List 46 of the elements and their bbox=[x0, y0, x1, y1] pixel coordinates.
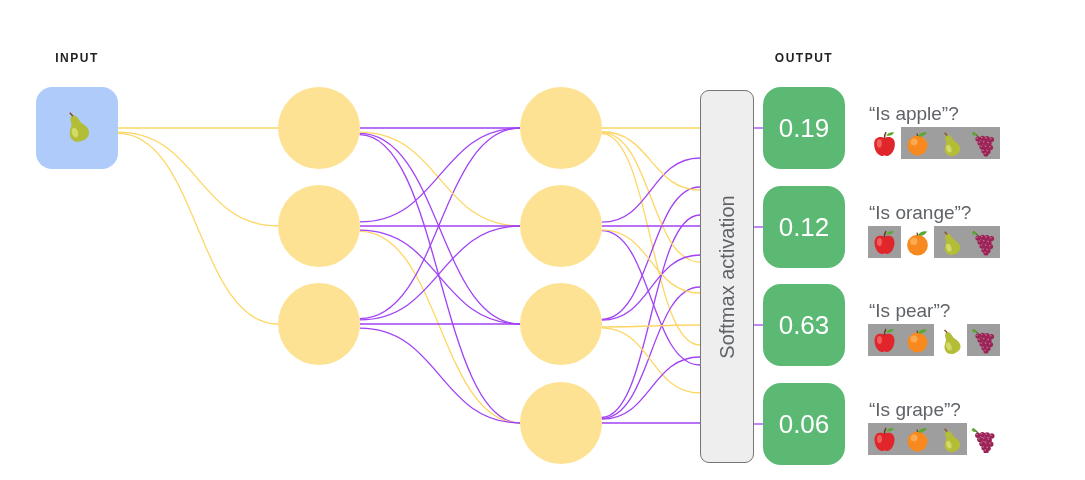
neuron-circle bbox=[520, 382, 602, 464]
connection-line bbox=[601, 157, 701, 223]
connection-line bbox=[359, 127, 521, 129]
question-text: “Is grape”? bbox=[869, 399, 961, 421]
layer-heading: INPUT bbox=[55, 51, 99, 65]
probability-box: 0.12 bbox=[763, 186, 845, 268]
question-text: “Is pear”? bbox=[869, 300, 951, 322]
input-box bbox=[36, 87, 118, 169]
connection-line bbox=[601, 356, 701, 420]
connection-line bbox=[601, 229, 701, 294]
connection-line bbox=[753, 127, 764, 129]
layer-label: Softmax activation bbox=[716, 194, 738, 359]
connection-line bbox=[117, 127, 279, 129]
connection-line bbox=[600, 132, 701, 346]
connection-line bbox=[753, 324, 764, 326]
connection-line bbox=[601, 127, 701, 129]
probability-box: 0.19 bbox=[763, 87, 845, 169]
connection-line bbox=[601, 327, 701, 394]
connection-line bbox=[601, 225, 701, 227]
connection-line bbox=[601, 131, 701, 263]
neuron-circle bbox=[520, 283, 602, 365]
activation-layer-box bbox=[700, 90, 754, 463]
connection-line bbox=[753, 423, 764, 425]
connection-line bbox=[117, 132, 279, 325]
question-text: “Is orange”? bbox=[869, 202, 972, 224]
connection-line bbox=[601, 186, 701, 320]
connection-line bbox=[601, 324, 701, 328]
connection-line bbox=[359, 327, 521, 424]
probability-box: 0.63 bbox=[763, 284, 845, 366]
connection-line bbox=[117, 131, 279, 227]
connection-line bbox=[753, 226, 764, 228]
neuron-circle bbox=[520, 185, 602, 267]
connection-line bbox=[601, 254, 701, 321]
connection-line bbox=[601, 230, 701, 366]
connection-line bbox=[359, 323, 521, 325]
probability-box: 0.06 bbox=[763, 383, 845, 465]
layer-heading: OUTPUT bbox=[774, 51, 834, 65]
neuron-circle bbox=[278, 283, 360, 365]
connection-line bbox=[601, 286, 701, 419]
neuron-circle bbox=[278, 185, 360, 267]
connection-line bbox=[601, 422, 701, 424]
connection-line bbox=[359, 225, 521, 227]
neuron-circle bbox=[520, 87, 602, 169]
connection-line bbox=[601, 131, 701, 191]
neuron-circle bbox=[278, 87, 360, 169]
question-text: “Is apple”? bbox=[869, 103, 959, 125]
